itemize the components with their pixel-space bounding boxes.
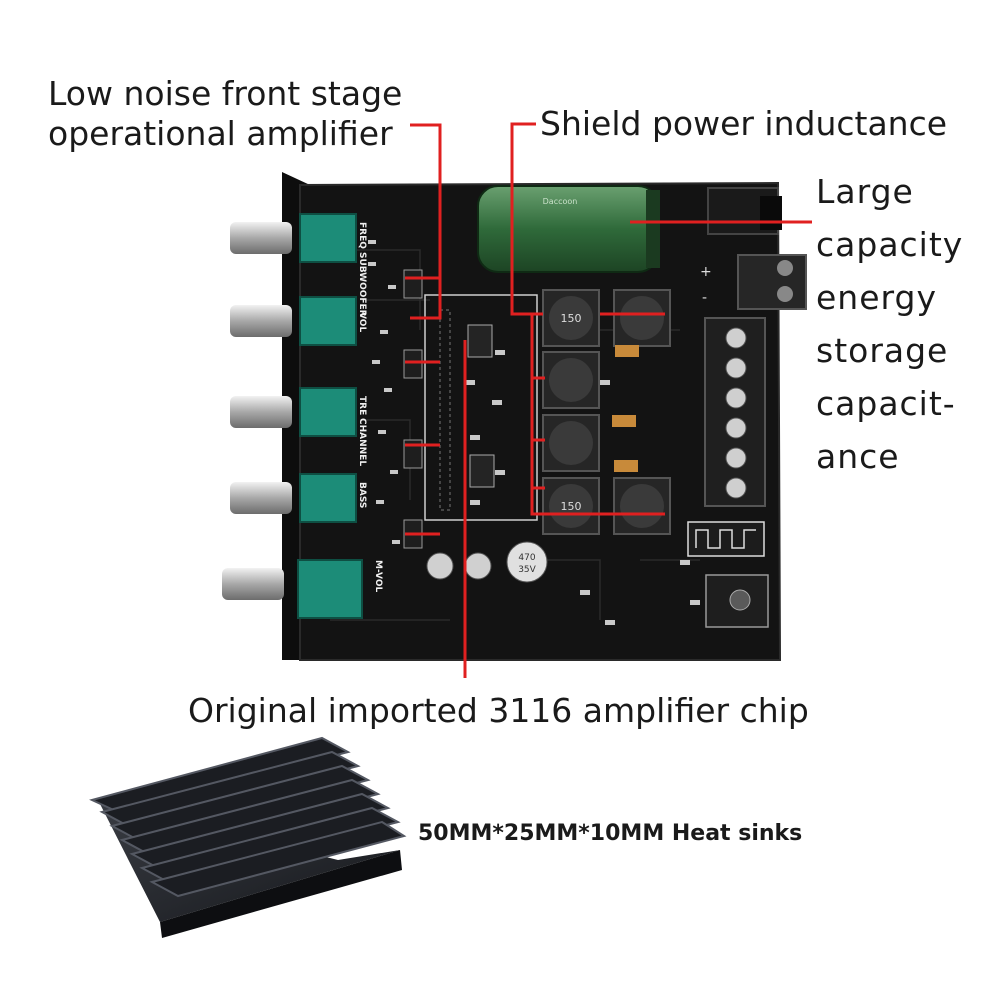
dc-terminal: + - [700, 254, 807, 310]
potentiometers [222, 213, 363, 619]
inductor-code-1: 150 [561, 312, 582, 325]
cap-voltage-text: 35V [518, 565, 536, 575]
knob-freq [230, 213, 357, 263]
chip-label: Original imported 3116 amplifier chip [188, 691, 809, 730]
capacitor-label-line6: ance [816, 437, 900, 476]
svg-text:Daccoon: Daccoon [543, 197, 578, 206]
knob-mvol [222, 559, 363, 619]
speaker-terminal-block [704, 317, 766, 507]
channel-marking: CHANNEL [357, 418, 367, 466]
capacitor-label-line3: energy [816, 278, 937, 317]
vol-marking: VOL [357, 312, 367, 332]
capacitor-label-line5: capacit- [816, 384, 956, 423]
amplifier-chip [439, 309, 495, 511]
chip-area-outline [424, 294, 538, 521]
audio-jack [705, 574, 769, 628]
capacitor-label-line1: Large [816, 172, 914, 211]
heat-sink [89, 736, 407, 938]
mvol-marking: M-VOL [373, 560, 383, 592]
minus-marking: - [702, 290, 707, 306]
subwoofer-marking: SUBWOOFER [357, 252, 367, 317]
pointer-lines [405, 122, 812, 678]
bluetooth-antenna [687, 521, 765, 557]
large-capacitor: Daccoon [477, 185, 660, 273]
freq-marking: FREQ [357, 222, 367, 249]
cap-value-text: 470 [518, 553, 535, 563]
inductors: 150 150 [542, 289, 671, 535]
inductance-pointer [510, 122, 543, 316]
knob-vol [230, 296, 357, 346]
small-capacitors: 470 35V [426, 541, 548, 583]
inductor-code-2: 150 [561, 500, 582, 513]
knob-tre [230, 387, 357, 437]
op-amp-label-line1: Low noise front stage [48, 74, 403, 113]
knob-bass [230, 473, 357, 523]
bass-marking: BASS [357, 482, 367, 508]
tre-marking: TRE [357, 396, 367, 415]
heat-sink-base-edge [160, 850, 402, 938]
capacitor-label-line2: capacity [816, 225, 964, 264]
inductance-label: Shield power inductance [540, 104, 948, 143]
silkscreen-labels: FREQ SUBWOOFER VOL TRE CHANNEL BASS M-VO… [357, 222, 383, 592]
op-amp-chips [403, 269, 423, 549]
op-amp-label-line2: operational amplifier [48, 114, 393, 153]
plus-marking: + [700, 264, 712, 280]
amplifier-board: Daccoon + - 150 [222, 172, 807, 661]
capacitor-label-line4: storage [816, 331, 949, 370]
op-amp-pointer [410, 123, 442, 320]
capacitor-label: Large capacity energy storage capacit- a… [816, 165, 963, 483]
heatsink-label: 50MM*25MM*10MM Heat sinks [418, 821, 803, 846]
power-jack [707, 187, 782, 235]
inductance-bracket [530, 314, 665, 516]
